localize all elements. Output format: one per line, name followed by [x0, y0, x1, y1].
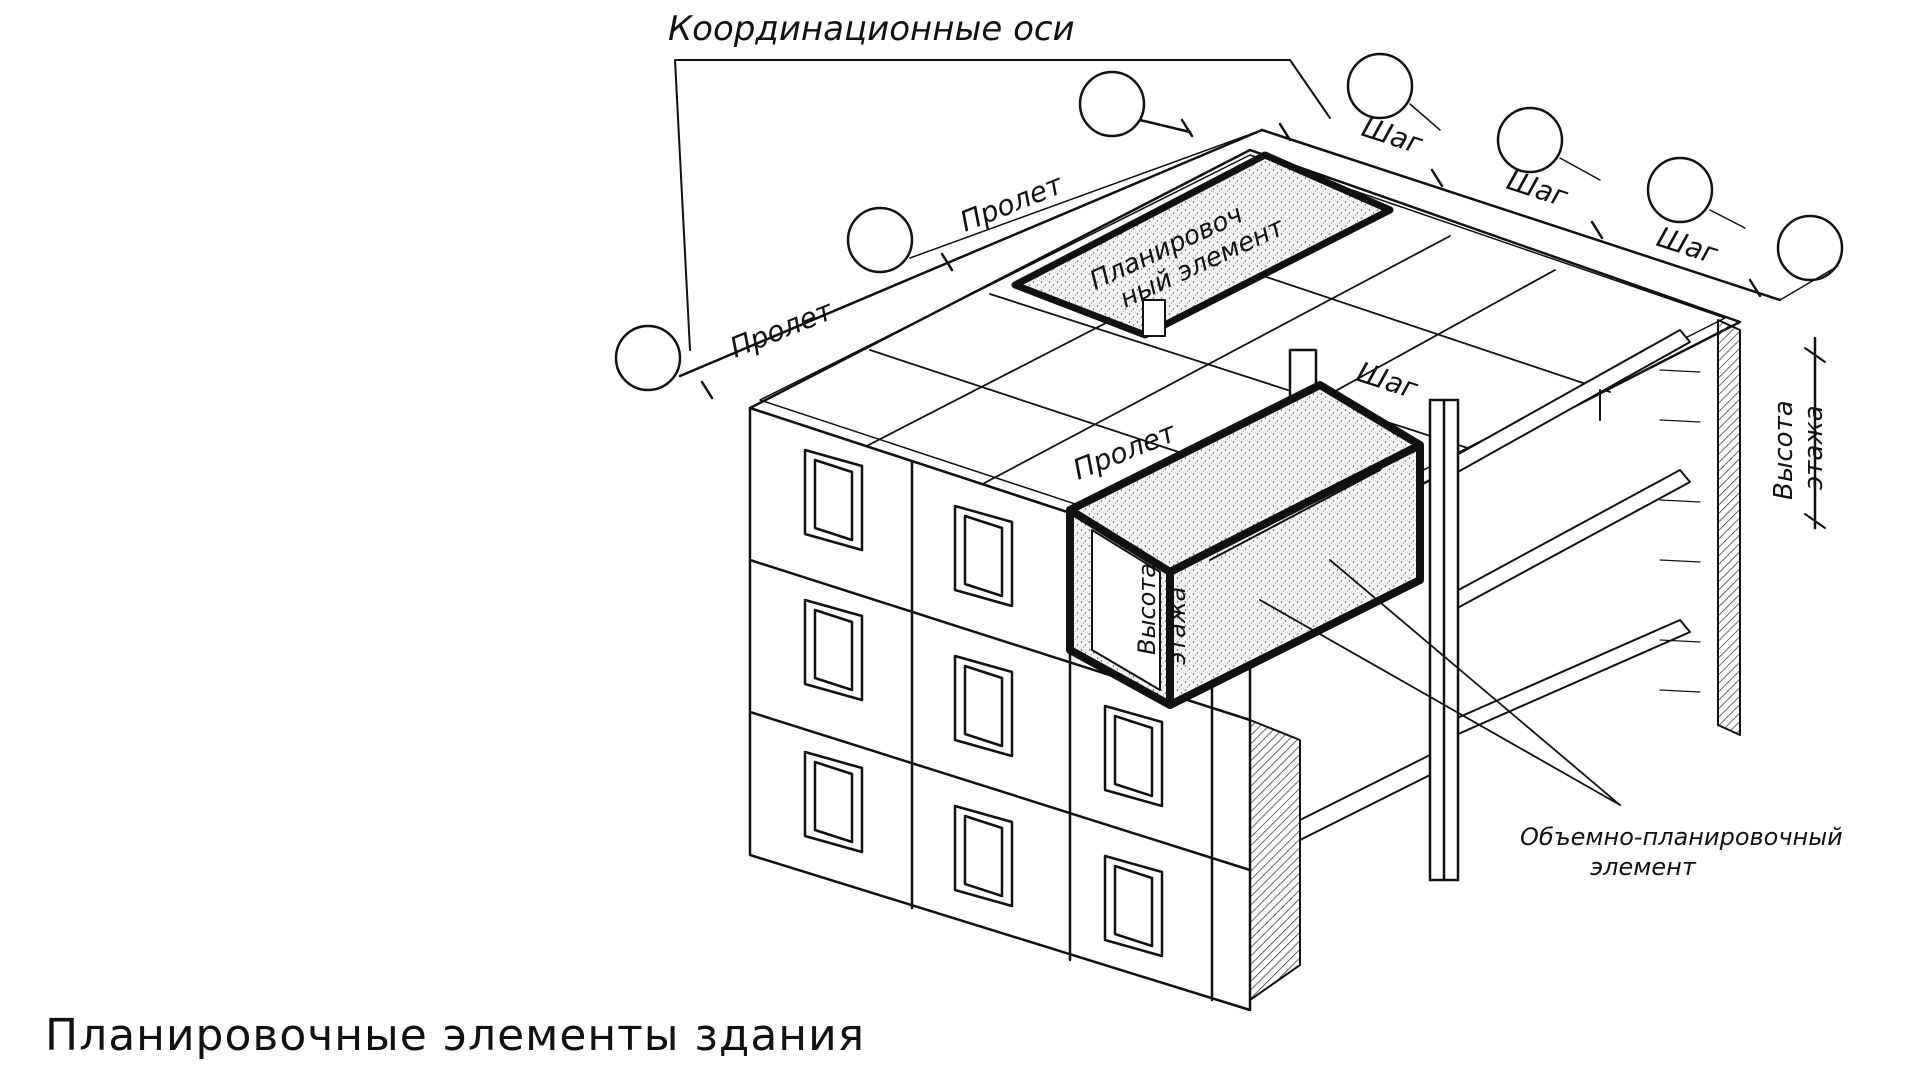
label-volume-element-1: Объемно-планировочный [1520, 823, 1843, 851]
label-coordination-axes: Координационные оси [668, 9, 1075, 49]
label-span-2: Пролет [955, 167, 1068, 238]
volume-planning-box [1066, 381, 1424, 709]
axis-markers [614, 52, 1844, 392]
figure-caption: Планировочные элементы здания [45, 1010, 866, 1061]
label-span-1: Пролет [725, 293, 838, 364]
label-volume-element-2: элемент [1590, 853, 1697, 881]
label-step-2: Шаг [1503, 163, 1572, 214]
label-floor-height-right-1: Высота [1769, 400, 1799, 500]
label-floor-height-inner-2: этажа [1163, 587, 1191, 665]
label-floor-height-right-2: этажа [1799, 405, 1829, 490]
label-floor-height-inner-1: Высота [1133, 563, 1161, 655]
label-step-3: Шаг [1653, 220, 1722, 271]
windows [803, 448, 1164, 958]
label-step-1: Шаг [1358, 110, 1427, 161]
